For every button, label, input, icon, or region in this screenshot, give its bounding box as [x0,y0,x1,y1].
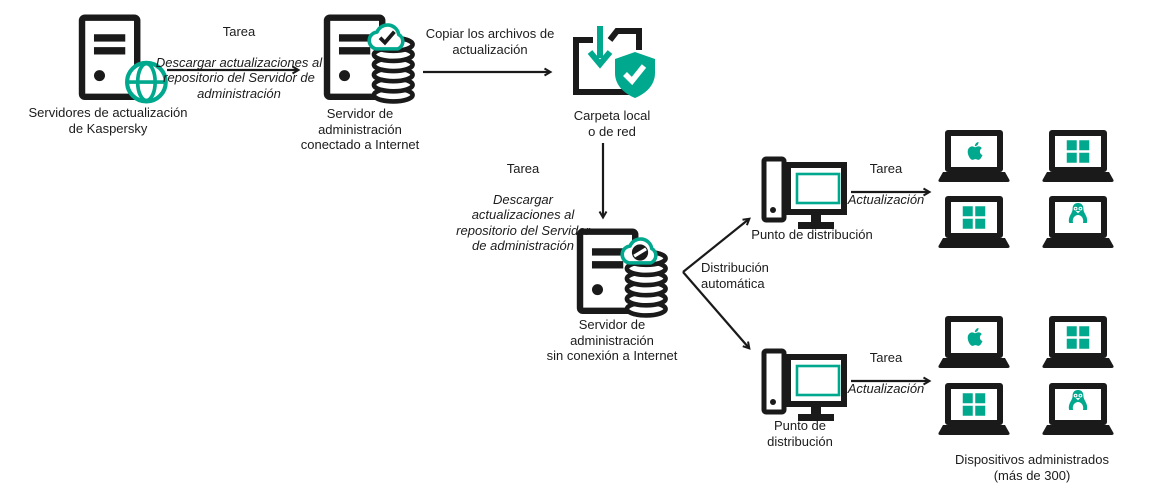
pc-tower-icon [761,156,787,223]
task-body: Descargar actualizaciones al repositorio… [155,54,323,101]
managed-devices-caption: Dispositivos administrados (más de 300) [955,452,1109,483]
admin-server-offline-label: Servidor de administración sin conexión … [546,317,678,363]
admin-server-online-label: Servidor de administración conectado a I… [300,106,420,152]
task-update-bottom-label: Tarea Actualización [836,334,936,412]
laptop-macos-icon [938,130,1010,182]
apple-logo [967,328,983,346]
network-folder-icon [573,26,655,98]
laptop-macos-icon [938,316,1010,368]
managed-devices-bottom-group [938,316,1114,439]
monitor-icon [785,354,847,421]
task-download-1-label: Tarea Descargar actualizaciones al repos… [139,8,339,117]
task-download-2-label: Tarea Descargar actualizaciones al repos… [430,145,616,269]
local-folder-label: Carpeta local o de red [573,108,651,139]
task-body: Descargar actualizaciones al repositorio… [456,191,590,254]
task-title: Tarea [506,160,540,176]
admin-server-offline-icon [576,228,668,318]
arrow-branch-top [682,217,751,273]
distribution-point-top-icon [761,156,847,229]
auto-distribution-label: Distribución automática [701,260,769,291]
pc-tower-icon [761,348,787,415]
globe-icon [125,60,168,104]
admin-server-online-icon [323,14,415,104]
cloud-check-icon [367,23,405,51]
monitor-icon [785,162,847,229]
tux-logo [1068,203,1088,227]
laptop-windows-icon [938,383,1010,435]
shield-check-icon [615,52,655,98]
laptop-linux-icon [1042,196,1114,248]
arrow-branch-bottom [682,271,751,350]
managed-devices-top-group [938,130,1114,252]
windows-logo [962,393,986,416]
distribution-point-bottom-label: Punto de distribución [767,418,833,449]
kaspersky-update-server-icon [78,14,168,104]
task-update-top-label: Tarea Actualización [836,145,936,223]
laptop-windows-icon [1042,130,1114,182]
task-body: Actualización [847,191,925,207]
task-title: Tarea [222,23,256,39]
windows-logo [962,206,986,229]
distribution-point-top-label: Punto de distribución [751,227,873,242]
laptop-linux-icon [1042,383,1114,435]
laptop-windows-icon [1042,316,1114,368]
windows-logo [1066,140,1090,163]
task-body: Actualización [847,380,925,396]
laptop-windows-icon [938,196,1010,248]
distribution-point-bottom-icon [761,348,847,421]
task-title: Tarea [869,349,903,365]
copy-files-label: Copiar los archivos de actualización [425,26,555,57]
apple-logo [967,142,983,160]
task-title: Tarea [869,160,903,176]
cloud-blocked-icon [620,237,658,265]
download-arrow-icon [587,26,613,69]
tux-logo [1068,390,1088,414]
kaspersky-update-servers-label: Servidores de actualización de Kaspersky [28,105,188,136]
windows-logo [1066,326,1090,349]
